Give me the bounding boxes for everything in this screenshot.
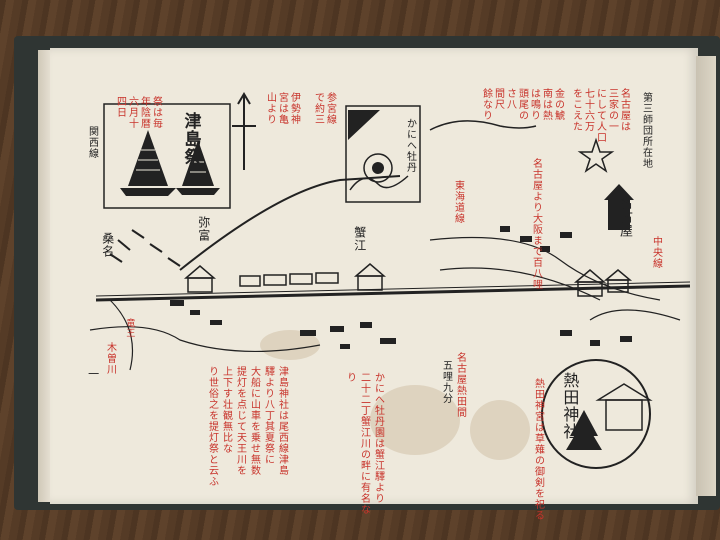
town-blocks (170, 226, 632, 349)
chuo-line-label: 中央線 (650, 236, 662, 269)
right2-note-4: 頭尾の (516, 88, 528, 121)
river (89, 326, 321, 353)
bottom2-note-1: かにへ牡丹園は蟹江驛より (372, 372, 384, 504)
bottom-note-5: 上下す壮観無比な (220, 366, 232, 454)
kameyama-note-2: 宮は亀 (276, 92, 288, 125)
bottom-note-4: 提灯を点じて天王川を (234, 366, 246, 476)
railway-main (95, 284, 691, 302)
yatomi-label: 弥富 (196, 216, 211, 242)
atsuta-shrine-label: 熱田神社 (560, 372, 580, 440)
right2-note-5: さ八 (504, 88, 516, 110)
tsushima-note-1: 祭は毎 (150, 96, 162, 129)
festival-boats-icon (120, 130, 220, 196)
kameyama-note-5: で約三 (312, 92, 324, 125)
tsushima-note-3: 六月十 (126, 96, 138, 129)
peony-icon (348, 110, 409, 191)
right-note-1: 名古屋は (618, 88, 630, 132)
nagoya-castle-icon (604, 184, 634, 230)
kuwana-label: 桑名 (100, 232, 115, 258)
shrine-icon (595, 383, 653, 431)
atsuta-circle (541, 359, 651, 469)
tsushima-note-2: 年陰暦 (138, 96, 150, 129)
peony-frame (345, 105, 421, 203)
star-icon (577, 137, 615, 173)
hq-label: 第三師団所在地 (640, 92, 652, 169)
right-note-5: をこえた (570, 88, 582, 132)
right-note-2: 三家の一 (606, 88, 618, 132)
right2-note-7: 餘なり (480, 88, 492, 121)
stain (470, 400, 530, 460)
kameyama-note-1: 伊勢神 (288, 92, 300, 125)
bottom-note-3: 大船に山車を乗せ無数 (248, 366, 260, 476)
nagoya-osaka-distance: 名古屋より大阪まで百八哩 (530, 158, 542, 290)
kuwana-town (109, 229, 181, 267)
atsuta-note: 熱田神宮は草薙の御剣を祀る (532, 378, 544, 521)
tsushima-frame (103, 103, 231, 209)
kanie-label: 蟹江 (352, 226, 367, 252)
kanie-botan-label: かにへ牡丹 (404, 118, 416, 173)
bottom-note-1: 津島神社は尾西線津島 (276, 366, 288, 476)
tokaido-line-label: 東海道線 (452, 180, 464, 224)
kameyama-note-3: 山より (264, 92, 276, 125)
right2-note-3: は鳴り (528, 88, 540, 121)
nagoya-atsuta-label: 名古屋熱田間 (454, 352, 466, 418)
kameyama-note-4: 参宮線 (324, 92, 336, 125)
tsushima-note-4: 四日 (114, 96, 126, 118)
tsushima-title: 津島祭 (180, 112, 201, 166)
right2-note-2: 南は熱 (540, 88, 552, 121)
distance-label: 五哩九分 (440, 360, 452, 404)
page-number: 一 (86, 368, 100, 380)
railway-branch (179, 175, 401, 271)
right-note-3: にして人口 (594, 88, 606, 143)
bottom-note-6: り世俗之を提灯祭と云ふ (206, 366, 218, 487)
page-edge-left (38, 50, 52, 502)
pine-tree-icon (566, 410, 602, 450)
page-edge-right (696, 56, 716, 496)
bottom2-note-2: 二十二丁蟹江川の畔に有名な (358, 372, 370, 515)
right-note-4: 七十六万 (582, 88, 594, 132)
train-icon (239, 272, 339, 287)
north-arrow-icon (232, 92, 256, 170)
kansai-line-label: 関西線 (86, 126, 98, 159)
houses-icon (183, 263, 633, 297)
bottom-note-2: 驛より八丁其夏祭に (262, 366, 274, 465)
right2-note-1: 金の鯱 (552, 88, 564, 121)
right2-note-6: 間尺 (492, 88, 504, 110)
nagoya-label: 名古屋 (616, 196, 632, 238)
bottom2-note-3: り (344, 372, 356, 383)
kiso-river-label: 木曽川 (104, 342, 116, 375)
stain (370, 385, 460, 455)
ryuo-label: 竜王 (124, 318, 135, 338)
cloud (429, 120, 537, 131)
